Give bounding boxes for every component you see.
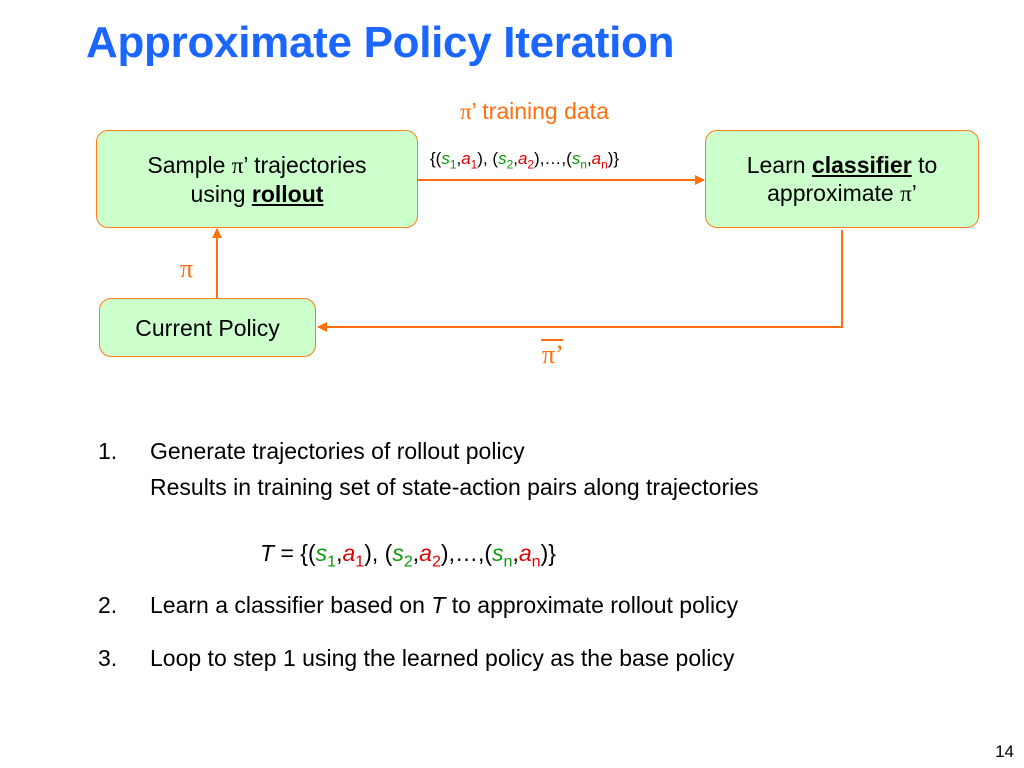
training-set-formula: T = {(s1,a1), (s2,a2),…,(sn,an)} bbox=[260, 540, 556, 571]
page-number: 14 bbox=[995, 742, 1014, 761]
step-2-number: 2. bbox=[98, 592, 118, 618]
training-data-label: π’ training data bbox=[460, 98, 609, 124]
sample-box-line1: Sample π’ trajectories bbox=[147, 151, 367, 178]
learn-classifier-box: Learn classifier to approximate π’ bbox=[705, 130, 979, 228]
learn-box-line1: Learn classifier to bbox=[746, 151, 938, 178]
step-2-text: Learn a classifier based on T to approxi… bbox=[150, 592, 739, 618]
step-1-number: 1. bbox=[98, 438, 118, 464]
step-1-detail: Results in training set of state-action … bbox=[150, 474, 759, 500]
training-set-notation: {(s1,a1), (s2,a2),…,(sn,an)} bbox=[430, 149, 620, 172]
pi-arrow-label: π bbox=[180, 254, 194, 283]
sample-trajectories-box: Sample π’ trajectories using rollout bbox=[96, 130, 418, 228]
step-3-number: 3. bbox=[98, 645, 118, 671]
arrow-to-current bbox=[317, 230, 843, 332]
sample-box-line2: using rollout bbox=[190, 180, 324, 207]
pi-bar-arrow-label: π’ bbox=[542, 340, 564, 369]
step-3-text: Loop to step 1 using the learned policy … bbox=[150, 645, 735, 671]
slide-title: Approximate Policy Iteration bbox=[86, 18, 675, 67]
pi-symbol: π bbox=[460, 99, 472, 124]
current-policy-box: Current Policy bbox=[99, 298, 316, 357]
learn-box-line2: approximate π’ bbox=[767, 179, 917, 206]
step-1-text: Generate trajectories of rollout policy bbox=[150, 438, 525, 464]
